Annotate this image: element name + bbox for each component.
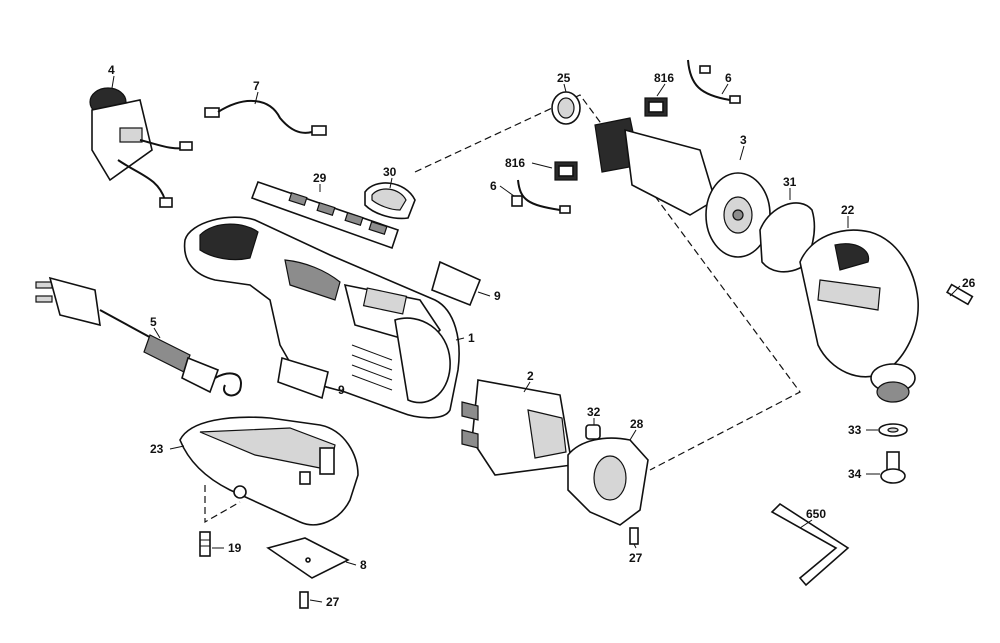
part-2-field-coil	[461, 379, 573, 476]
part-7-wire-lead	[204, 99, 327, 136]
callout-650: 650	[806, 507, 826, 521]
part-5-power-cord	[35, 276, 242, 397]
part-9-label-upper	[431, 260, 482, 307]
callout-1: 1	[468, 331, 475, 345]
callout-22: 22	[841, 203, 855, 217]
foot-dashed-leader	[204, 485, 241, 524]
callout-5: 5	[150, 315, 157, 329]
part-1-main-housing	[183, 216, 460, 419]
callout-25: 25	[557, 71, 571, 85]
part-8-plate	[266, 537, 350, 579]
part-27-screw-lower	[299, 591, 309, 609]
callout-6-upper: 6	[725, 71, 732, 85]
leader-lines	[111, 75, 961, 603]
callout-9-upper: 9	[494, 289, 501, 303]
callout-9-lower: 9	[338, 383, 345, 397]
part-25-bearing	[551, 91, 581, 125]
part-6-lead-lower	[511, 179, 571, 214]
part-29-top-plate	[250, 180, 400, 250]
part-22-gear-head	[799, 229, 919, 403]
callout-27-mid: 27	[629, 551, 643, 565]
callout-4: 4	[108, 63, 115, 77]
part-9-label-lower	[277, 356, 329, 400]
callout-29: 29	[313, 171, 327, 185]
part-26-screw	[946, 283, 974, 306]
part-33-washer	[878, 423, 908, 437]
callout-3: 3	[740, 133, 747, 147]
callout-26: 26	[962, 276, 976, 290]
part-32-brush	[585, 424, 601, 440]
part-30-button-cap	[364, 182, 416, 220]
part-31-gasket	[759, 202, 816, 273]
part-34-bolt	[880, 451, 906, 484]
part-23-lower-housing	[179, 416, 359, 526]
callout-31: 31	[783, 175, 797, 189]
callout-816-lower: 816	[505, 156, 525, 170]
callout-19: 19	[228, 541, 242, 555]
assembly-dashed-outline	[414, 94, 801, 471]
part-816-lower	[554, 161, 578, 181]
part-6-lead-upper	[687, 59, 741, 104]
callout-27-lower: 27	[326, 595, 340, 609]
callout-32: 32	[587, 405, 601, 419]
part-650-hex-key	[770, 502, 850, 587]
callout-6-lower: 6	[490, 179, 497, 193]
callout-23: 23	[150, 442, 164, 456]
part-3-armature	[594, 117, 771, 258]
callout-30: 30	[383, 165, 397, 179]
part-28-brush-holder	[567, 437, 649, 526]
part-4-speed-dial	[89, 87, 193, 208]
callout-816-upper: 816	[654, 71, 674, 85]
part-816-upper	[644, 97, 668, 117]
callout-8: 8	[360, 558, 367, 572]
callout-labels: 4 7 25 816 6 3 816 6 30 29 31 22 26 9 5 …	[108, 63, 976, 609]
callout-28: 28	[630, 417, 644, 431]
callout-7: 7	[253, 79, 260, 93]
callout-2: 2	[527, 369, 534, 383]
part-27-screw-mid	[629, 527, 639, 545]
callout-34: 34	[848, 467, 862, 481]
part-19-screw	[199, 531, 211, 557]
callout-33: 33	[848, 423, 862, 437]
